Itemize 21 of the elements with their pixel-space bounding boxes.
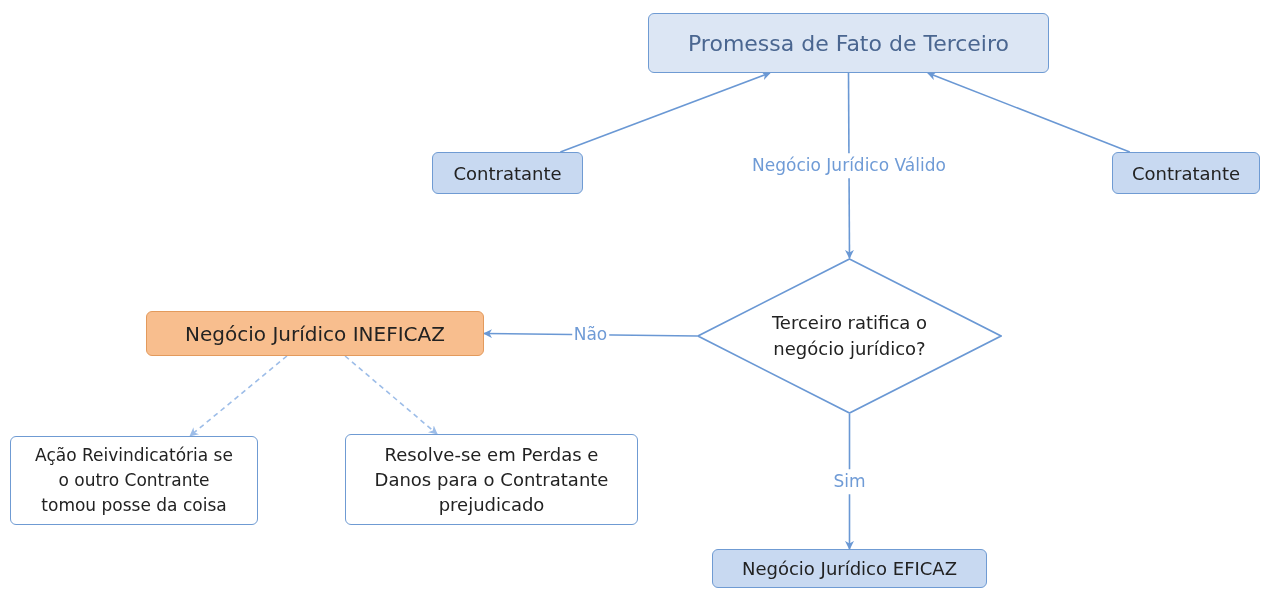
node-text: Contratante xyxy=(1131,161,1241,186)
process-box xyxy=(345,434,638,525)
node-text: Ação Reivindicatória se o outro Contrante tomou posse da coisa xyxy=(34,444,234,517)
arrow xyxy=(344,355,438,435)
node-text: Negócio Jurídico INEFICAZ xyxy=(185,320,445,348)
process-box xyxy=(712,549,987,588)
edge-label: Sim xyxy=(831,468,868,495)
node-text: Negócio Jurídico EFICAZ xyxy=(741,557,957,581)
edge-label: Negócio Jurídico Válido xyxy=(750,152,948,179)
process-box xyxy=(146,311,484,356)
arrow xyxy=(559,71,771,153)
process-box xyxy=(1112,152,1260,194)
process-box xyxy=(648,13,1049,73)
arrow xyxy=(927,71,1131,153)
node-text: Terceiro ratifica o negócio jurídico? xyxy=(770,311,929,361)
node-text: Promessa de Fato de Terceiro xyxy=(688,29,1009,58)
process-box xyxy=(10,436,258,525)
process-box xyxy=(432,152,583,194)
arrow xyxy=(189,355,288,437)
node-text: Resolve-se em Perdas e Danos para o Contratante prejudicado xyxy=(373,443,610,517)
node-text: Contratante xyxy=(453,161,562,186)
